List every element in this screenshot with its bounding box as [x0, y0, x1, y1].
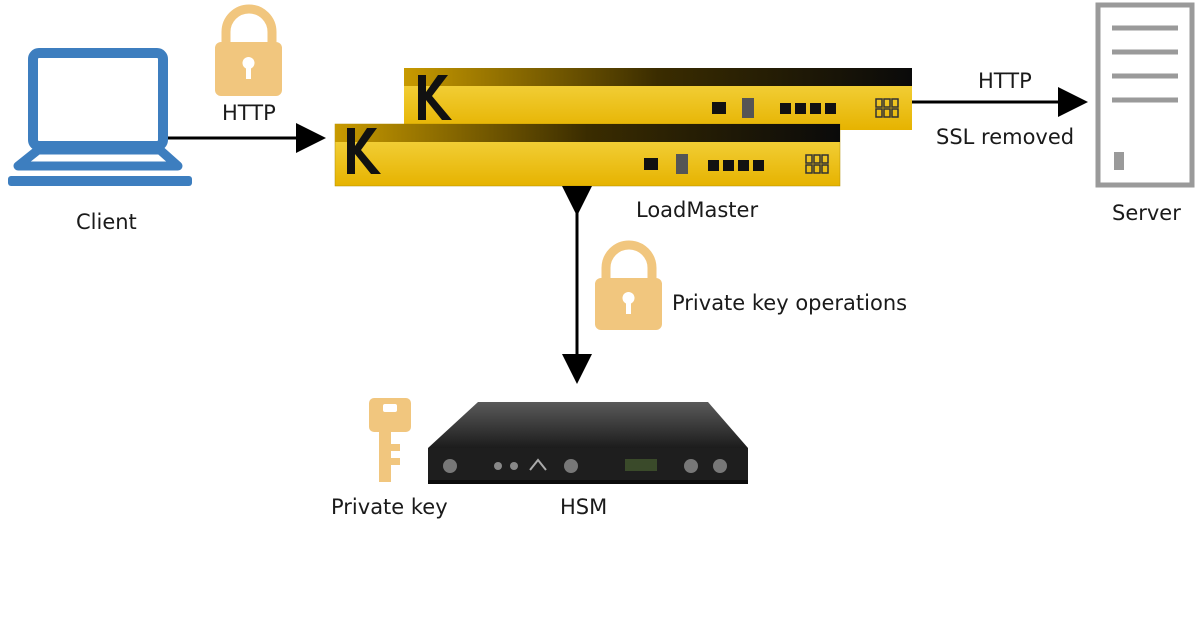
- hsm-label: HSM: [560, 495, 608, 519]
- server-icon: [1095, 2, 1195, 188]
- lock-icon-operations: [595, 240, 662, 330]
- loadmaster-device-front: [334, 123, 841, 187]
- private-key-label: Private key: [331, 495, 448, 519]
- server-label: Server: [1112, 201, 1181, 225]
- lock-icon: [215, 4, 282, 96]
- http-client-label: HTTP: [222, 101, 276, 125]
- ssl-removed-label: SSL removed: [936, 125, 1075, 149]
- http-server-label: HTTP: [978, 69, 1032, 93]
- client-label: Client: [76, 210, 137, 234]
- loadmaster-device: [404, 68, 912, 130]
- key-icon: [369, 398, 411, 482]
- loadmaster-label: LoadMaster: [636, 198, 759, 222]
- laptop-icon: [8, 48, 192, 186]
- private-key-operations-label: Private key operations: [672, 291, 908, 315]
- hsm-device: [428, 402, 748, 484]
